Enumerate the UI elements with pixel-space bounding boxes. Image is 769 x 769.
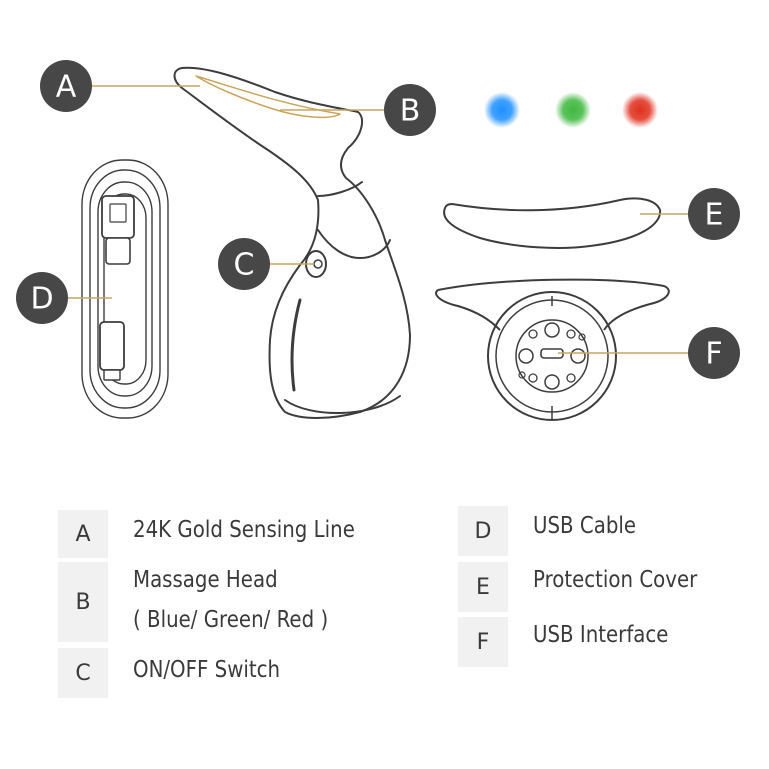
usb-a-plug xyxy=(101,195,135,239)
massage-device xyxy=(173,66,411,419)
callout-c: C xyxy=(218,238,270,290)
gold-sensing-line xyxy=(195,75,341,119)
red-light-dot xyxy=(622,92,658,128)
device-band xyxy=(317,229,391,259)
green-light-dot xyxy=(555,92,591,128)
leader-lines xyxy=(66,85,690,354)
callout-d: D xyxy=(16,272,68,324)
device-bottom xyxy=(435,278,670,421)
svg-text:F: F xyxy=(705,337,722,372)
device-side-highlight xyxy=(290,298,302,392)
micro-usb-plug xyxy=(99,321,125,371)
light-colors xyxy=(484,92,658,128)
svg-text:B: B xyxy=(400,94,421,129)
svg-text:C: C xyxy=(234,248,255,283)
device-collar xyxy=(317,181,363,197)
callout-e: E xyxy=(688,188,740,240)
protection-cover xyxy=(443,197,662,249)
svg-text:E: E xyxy=(705,198,724,233)
usb-cable xyxy=(81,159,169,419)
device-base xyxy=(284,395,401,414)
callout-b: B xyxy=(384,84,436,136)
callout-a: A xyxy=(40,60,92,112)
callout-f: F xyxy=(688,327,740,379)
svg-text:A: A xyxy=(56,70,77,105)
blue-light-dot xyxy=(484,92,520,128)
svg-text:D: D xyxy=(30,282,53,317)
